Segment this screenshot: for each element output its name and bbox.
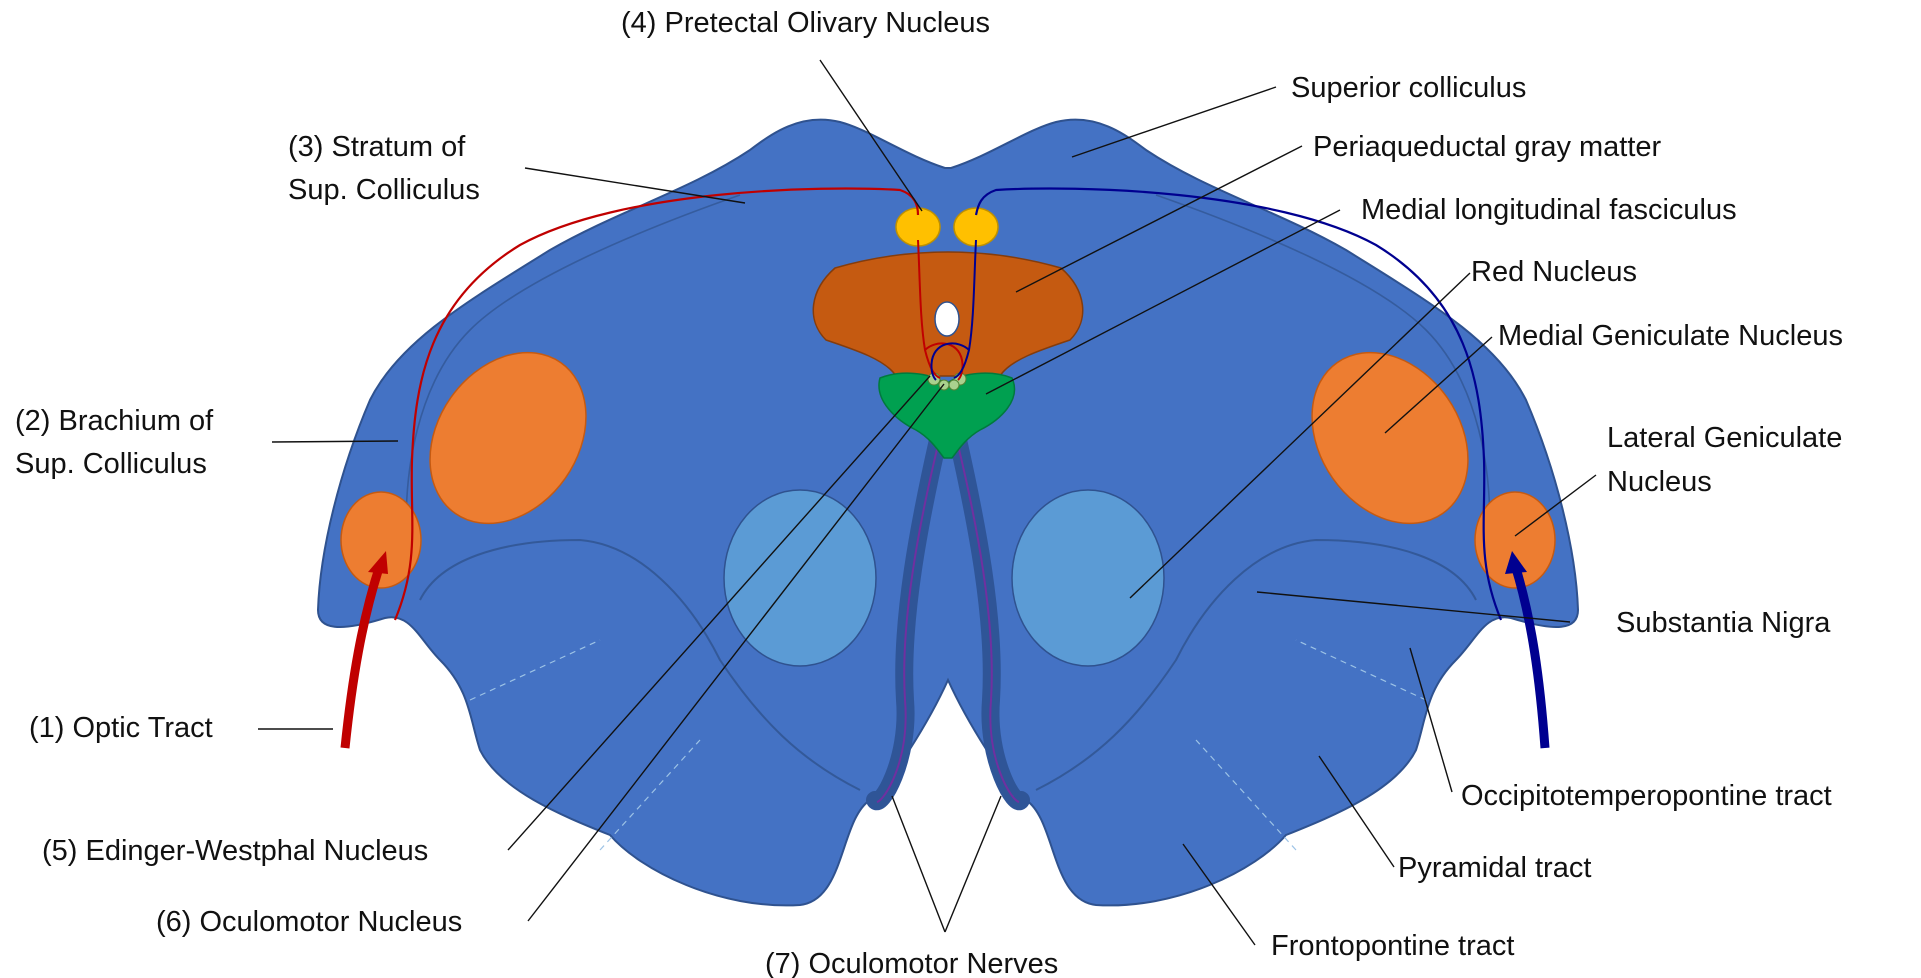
label-oculomotor-nucleus: (6) Oculomotor Nucleus <box>156 906 462 938</box>
label-stratum-line1: (3) Stratum of <box>288 131 466 163</box>
label-stratum-line2: Sup. Colliculus <box>288 174 480 206</box>
label-pretectal: (4) Pretectal Olivary Nucleus <box>621 7 990 39</box>
leader-oculomotor-nerve-right <box>945 796 1001 932</box>
label-occipitotemperopontine: Occipitotemperopontine tract <box>1461 780 1832 812</box>
label-periaqueductal: Periaqueductal gray matter <box>1313 131 1662 163</box>
leader-oculomotor-nerve-left <box>892 796 945 932</box>
oculomotor-nucleus-right <box>949 380 959 390</box>
label-optic-tract: (1) Optic Tract <box>29 712 213 744</box>
label-mlf: Medial longitudinal fasciculus <box>1361 194 1737 226</box>
red-nucleus-right <box>1012 490 1164 666</box>
label-red-nucleus: Red Nucleus <box>1471 256 1637 288</box>
label-mgn: Medial Geniculate Nucleus <box>1498 320 1843 352</box>
label-substantia-nigra: Substantia Nigra <box>1616 607 1831 639</box>
leader-superior-colliculus <box>1072 87 1276 157</box>
leader-brachium <box>272 441 398 442</box>
label-lgn-line2: Nucleus <box>1607 466 1712 498</box>
label-brachium-line2: Sup. Colliculus <box>15 448 207 480</box>
cerebral-aqueduct <box>935 302 959 336</box>
label-frontopontine-tract: Frontopontine tract <box>1271 930 1514 962</box>
label-pyramidal-tract: Pyramidal tract <box>1398 852 1591 884</box>
label-brachium-line1: (2) Brachium of <box>15 405 214 437</box>
label-superior-colliculus: Superior colliculus <box>1291 72 1526 104</box>
label-oculomotor-nerves: (7) Oculomotor Nerves <box>765 948 1058 978</box>
label-lgn-line1: Lateral Geniculate <box>1607 422 1842 454</box>
label-edinger-westphal: (5) Edinger-Westphal Nucleus <box>42 835 428 867</box>
